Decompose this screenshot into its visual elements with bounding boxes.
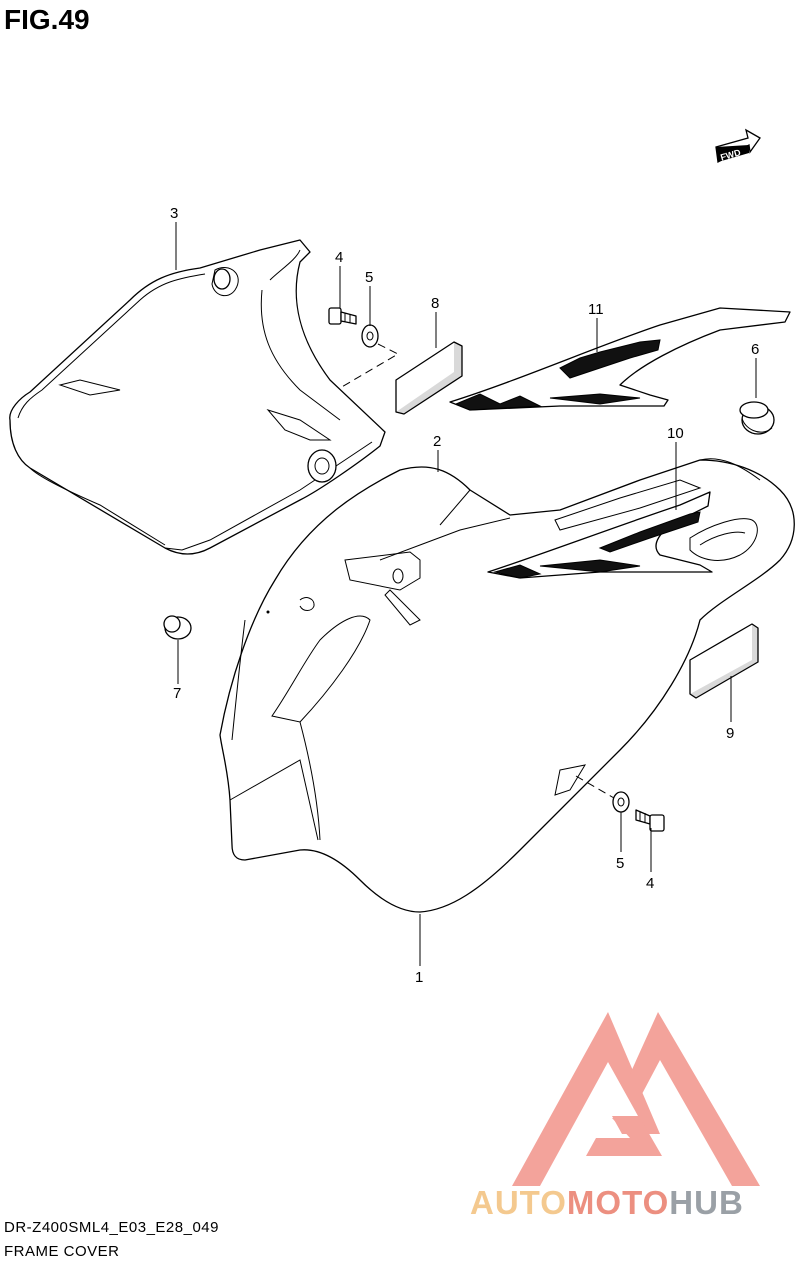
part-5-washer-upper (361, 324, 379, 348)
part-5-washer-lower (612, 791, 630, 813)
callout-11: 11 (588, 301, 604, 318)
watermark-logo-icon (512, 1012, 760, 1186)
assembly-line-upper (339, 343, 400, 389)
watermark-hub: HUB (669, 1184, 744, 1221)
callout-4-upper: 4 (335, 249, 343, 266)
part-8-reflector (395, 341, 463, 415)
part-4-bolt-lower (635, 809, 665, 832)
part-4-bolt-upper (328, 307, 357, 325)
forward-arrow-icon: FWD (715, 128, 761, 164)
part-3-left-frame-cover (9, 239, 386, 555)
callout-9: 9 (726, 725, 734, 742)
callout-7: 7 (173, 685, 181, 702)
callout-1: 1 (415, 969, 423, 986)
part-1-right-frame-cover (219, 458, 795, 913)
leader-lines (175, 222, 757, 966)
part-6-grommet (739, 401, 775, 435)
part-11-decal (449, 307, 791, 411)
model-code: DR-Z400SML4_E03_E28_049 (4, 1219, 219, 1236)
callout-labels: 3 4 5 8 11 6 2 10 7 9 5 4 1 (170, 205, 759, 986)
callout-4-lower: 4 (646, 875, 654, 892)
callout-8: 8 (431, 295, 439, 312)
callout-2: 2 (433, 433, 441, 450)
watermark-text: AUTOMOTOHUB (470, 1184, 744, 1222)
callout-6: 6 (751, 341, 759, 358)
section-name: FRAME COVER (4, 1243, 120, 1260)
figure-title: FIG.49 (4, 4, 90, 35)
part-7-grommet (163, 615, 192, 640)
part-9-reflector (689, 623, 759, 699)
watermark-moto: MOTO (566, 1184, 670, 1221)
callout-3: 3 (170, 205, 178, 222)
callout-5-upper: 5 (365, 269, 373, 286)
assembly-line-lower (575, 775, 615, 799)
watermark-auto: AUTO (470, 1184, 567, 1221)
callout-10: 10 (667, 425, 684, 442)
part-10-decal (487, 491, 713, 579)
callout-5-lower: 5 (616, 855, 624, 872)
